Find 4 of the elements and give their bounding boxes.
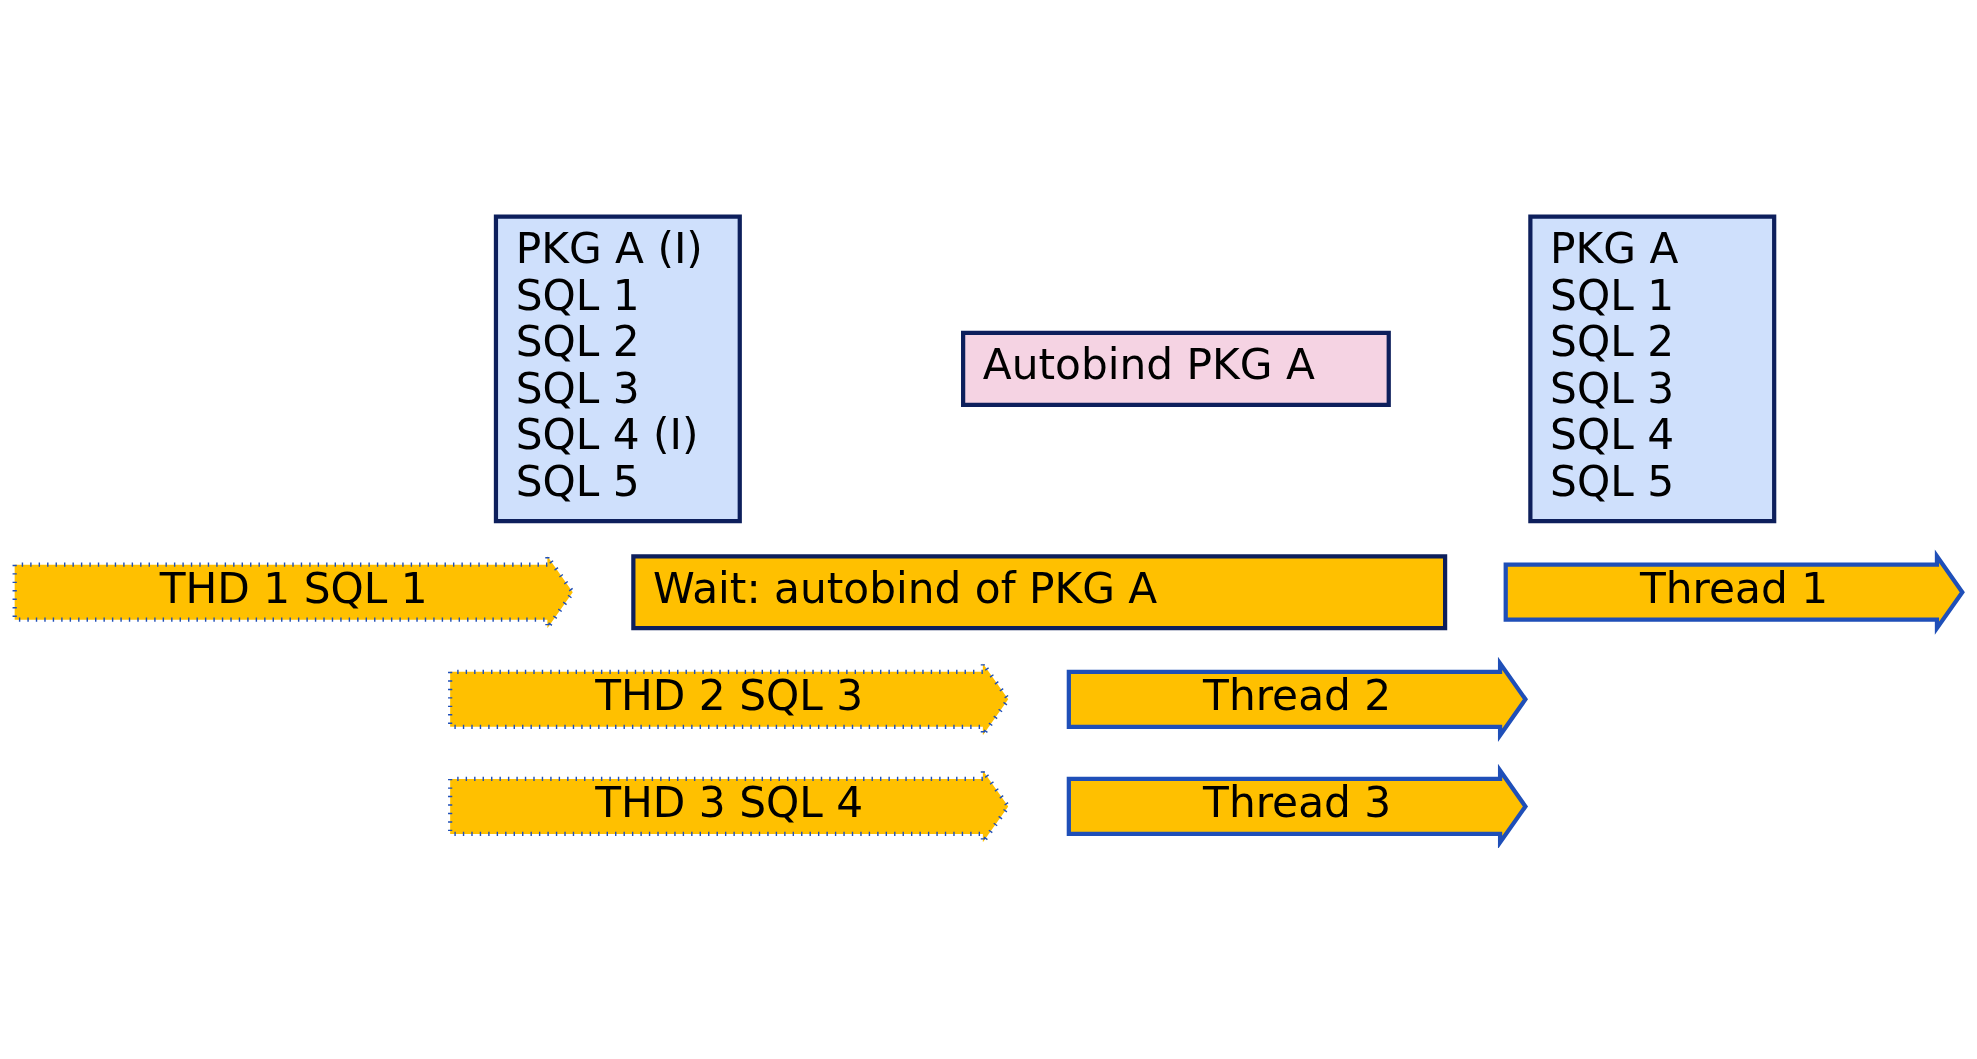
node-box: Autobind PKG A: [961, 330, 1391, 407]
node-box: PKG A SQL 1 SQL 2 SQL 3 SQL 4 SQL 5: [1528, 214, 1777, 524]
node-box: PKG A (I) SQL 1 SQL 2 SQL 3 SQL 4 (I) SQL 5: [493, 214, 742, 524]
node-box: Wait: autobind of PKG A: [631, 554, 1448, 631]
